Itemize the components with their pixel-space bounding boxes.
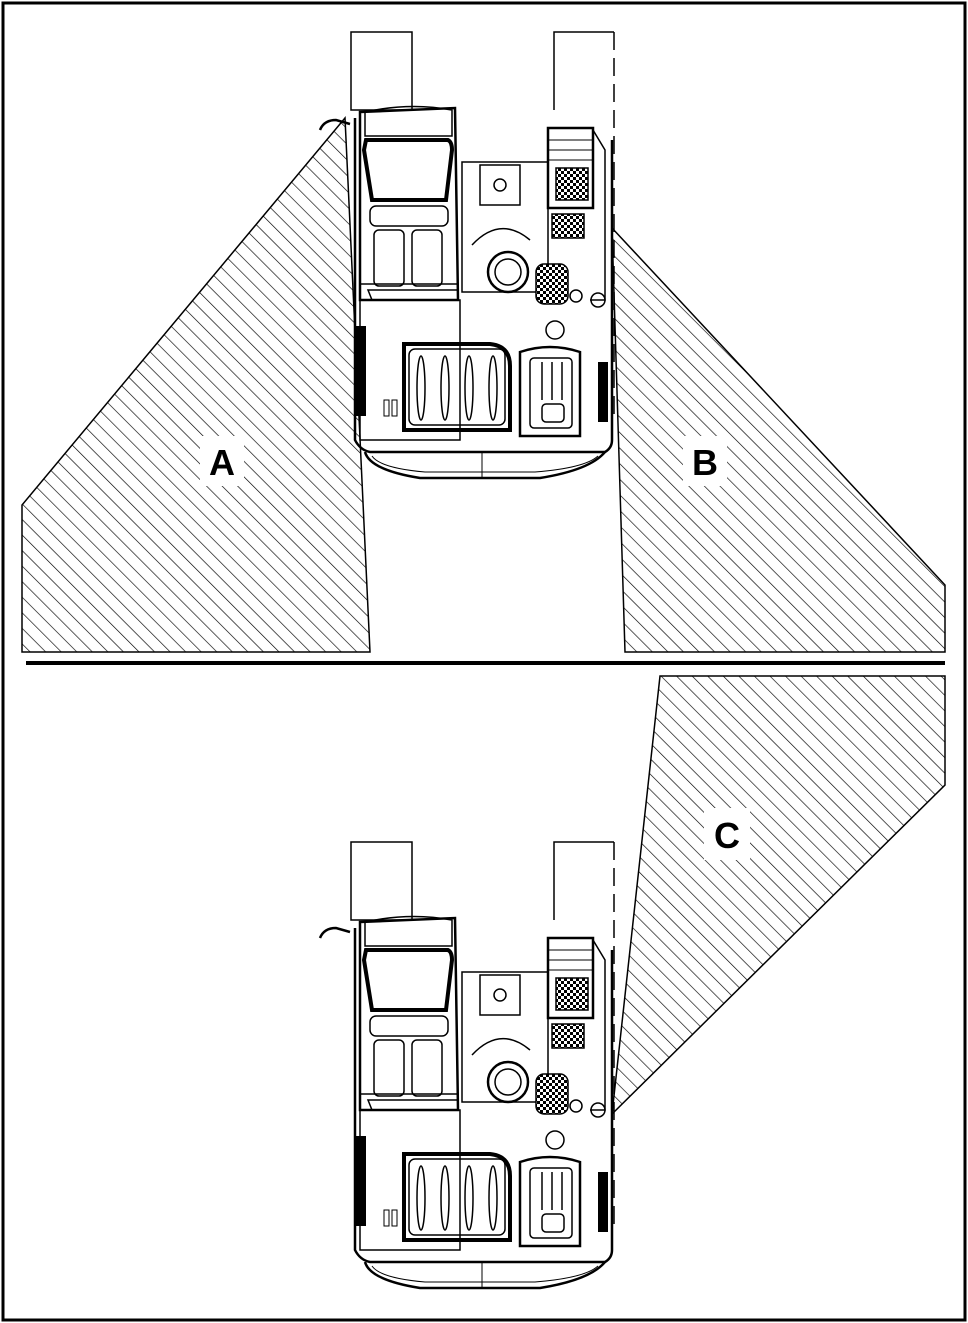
zone-a-area [21, 116, 371, 653]
top-panel: A B [21, 30, 946, 653]
zone-c-area [611, 675, 946, 1117]
zone-a-text: A [209, 442, 235, 483]
mirror-icon [318, 926, 351, 939]
zone-c-label: C [704, 808, 750, 860]
zone-a-label: A [200, 436, 244, 486]
machine-top-view [349, 840, 616, 1290]
machine-top-view [349, 30, 616, 480]
zone-b-area [611, 226, 946, 653]
zone-c-text: C [714, 815, 740, 856]
zone-b-text: B [692, 442, 718, 483]
mirror-icon [318, 118, 351, 131]
zone-b-label: B [683, 436, 727, 486]
bottom-panel: C [318, 675, 946, 1290]
